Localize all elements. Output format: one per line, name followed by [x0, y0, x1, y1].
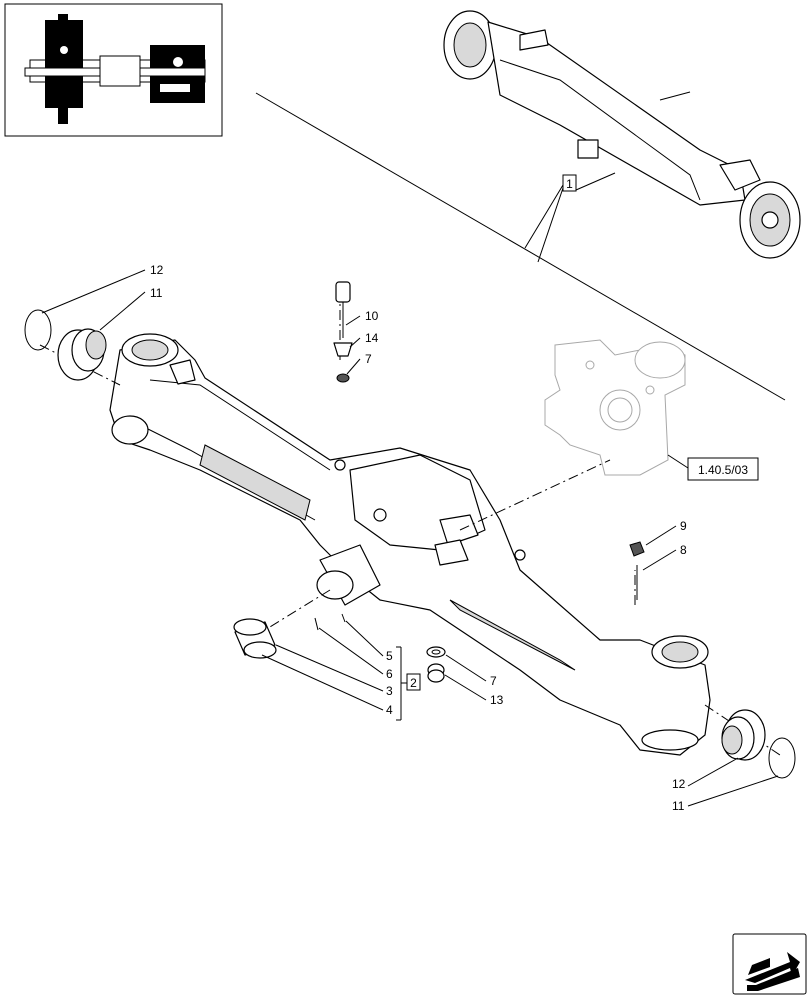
ref-drawing-label: 1.40.5/03: [698, 463, 748, 477]
o-ring-left: [24, 309, 52, 351]
complete-axle-assembly: [443, 10, 801, 259]
callout-7-bottom: 7: [490, 674, 497, 688]
bush-and-pins: [233, 613, 346, 659]
breather-assembly: [333, 281, 353, 383]
next-page-arrow-icon[interactable]: [732, 933, 807, 995]
ref-group-label: 2: [410, 676, 417, 690]
callout-11-left: 11: [150, 286, 163, 300]
callout-4: 4: [386, 703, 393, 717]
callout-5: 5: [386, 649, 393, 663]
callout-9: 9: [680, 519, 687, 533]
callout-8: 8: [680, 543, 687, 557]
ref-box-group: [406, 673, 421, 691]
plug-and-washer: [426, 646, 446, 683]
stud-and-nut: [629, 541, 645, 600]
ref-box-drawing: [687, 457, 759, 481]
axle-housing: [109, 333, 711, 756]
leader-assembly: [575, 172, 616, 191]
seal-right: [721, 709, 766, 761]
callout-7-top: 7: [365, 352, 372, 366]
callout-6: 6: [386, 667, 393, 681]
ref-assembly-label: 1: [566, 177, 573, 191]
o-ring-right: [768, 737, 796, 779]
axle-thumbnail-icon[interactable]: [4, 3, 223, 137]
callout-13: 13: [490, 693, 504, 707]
callout-14: 14: [365, 331, 379, 345]
seal-left: [57, 328, 107, 381]
callout-10: 10: [365, 309, 379, 323]
separator-line: [255, 92, 786, 401]
callout-12-right: 12: [672, 777, 686, 791]
callout-3: 3: [386, 684, 393, 698]
callout-11-right: 11: [672, 799, 685, 813]
ref-box-assembly: [562, 174, 577, 192]
differential-housing-ghost: [544, 339, 686, 476]
callout-12-left: 12: [150, 263, 164, 277]
